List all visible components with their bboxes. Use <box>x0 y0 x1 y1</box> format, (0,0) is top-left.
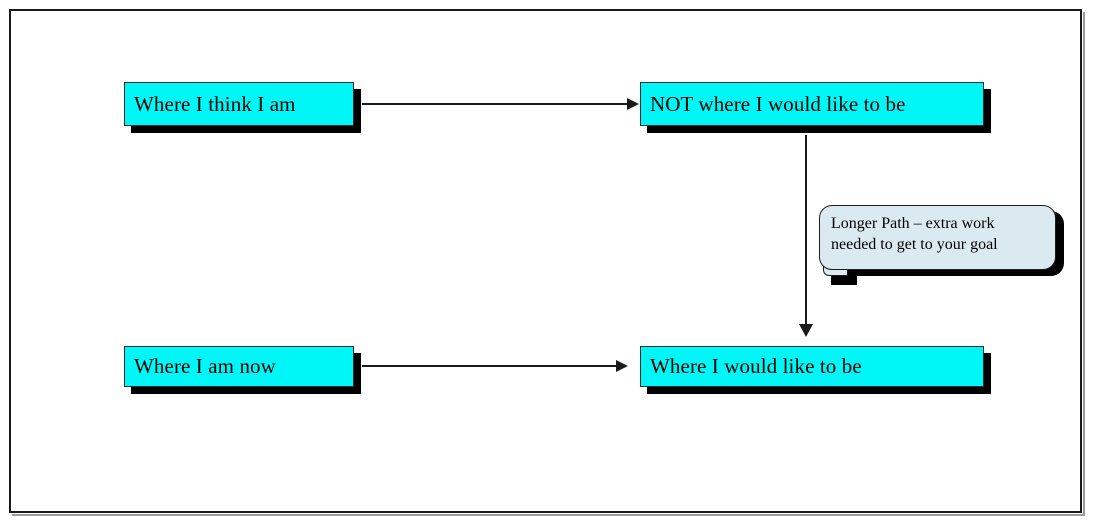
callout-longer-path[interactable]: Longer Path – extra work needed to get t… <box>819 205 1056 270</box>
arrow-think-to-not <box>362 98 639 110</box>
node-where-i-would-like-to-be[interactable]: Where I would like to be <box>640 346 990 393</box>
node-where-i-am-now[interactable]: Where I am now <box>124 346 360 393</box>
arrow-head-icon <box>616 360 628 372</box>
callout-line-1: Longer Path – extra work <box>831 215 995 232</box>
arrow-now-to-goal <box>362 360 628 372</box>
arrow-not-to-goal <box>799 135 813 337</box>
node-where-i-think-i-am[interactable]: Where I think I am <box>124 82 360 132</box>
arrow-head-icon <box>799 324 813 337</box>
callout-line-2: needed to get to your goal <box>831 235 998 253</box>
node-not-where-i-would-like-to-be[interactable]: NOT where I would like to be <box>640 82 990 132</box>
arrow-head-icon <box>627 98 639 110</box>
diagram-frame: Where I think I am NOT where I would lik… <box>9 9 1082 513</box>
